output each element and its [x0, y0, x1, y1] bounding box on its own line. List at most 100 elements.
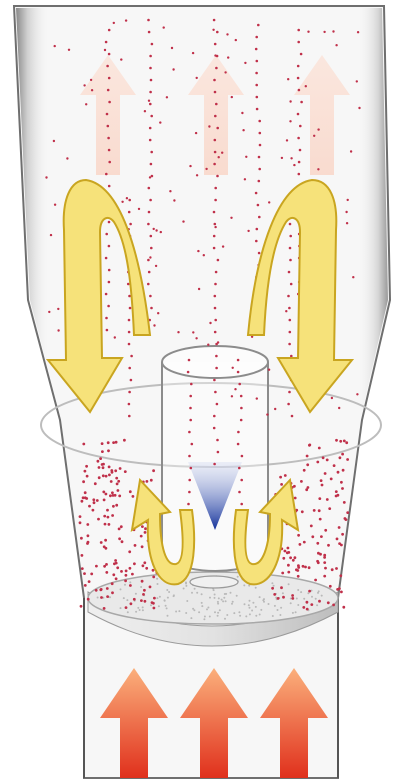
- particle-dot: [108, 221, 111, 224]
- particle-dot: [147, 259, 150, 262]
- particle-dot: [98, 476, 101, 479]
- plate-hole: [214, 594, 216, 596]
- particle-dot: [293, 164, 295, 166]
- particle-dot: [216, 403, 219, 406]
- particle-dot: [50, 234, 52, 236]
- particle-dot: [189, 395, 192, 398]
- particle-dot: [297, 29, 300, 32]
- particle-dot: [341, 453, 344, 456]
- particle-dot: [102, 466, 105, 469]
- particle-dot: [237, 443, 240, 446]
- particle-dot: [130, 379, 133, 382]
- plate-hole: [129, 581, 131, 583]
- particle-dot: [237, 371, 240, 374]
- particle-dot: [238, 467, 241, 470]
- particle-dot: [215, 355, 218, 358]
- plate-hole: [201, 602, 203, 604]
- plate-hole: [209, 597, 211, 599]
- particle-dot: [320, 479, 323, 482]
- particle-dot: [124, 579, 127, 582]
- particle-dot: [195, 337, 197, 339]
- particle-dot: [257, 24, 260, 27]
- particle-dot: [316, 542, 319, 545]
- particle-dot: [111, 471, 114, 474]
- particle-dot: [109, 494, 112, 497]
- particle-dot: [302, 565, 305, 568]
- particle-dot: [106, 113, 109, 116]
- particle-dot: [108, 77, 111, 80]
- particle-dot: [106, 587, 109, 590]
- particle-dot: [150, 247, 153, 250]
- particle-dot: [149, 91, 152, 94]
- particle-dot: [114, 559, 117, 562]
- particle-dot: [103, 565, 106, 568]
- particle-dot: [299, 125, 302, 128]
- plate-hole: [217, 603, 219, 605]
- particle-dot: [342, 606, 345, 609]
- plate-hole: [226, 614, 228, 616]
- particle-dot: [289, 120, 291, 122]
- particle-dot: [297, 564, 300, 567]
- plate-hole: [272, 615, 274, 617]
- particle-dot: [305, 85, 307, 87]
- particle-dot: [129, 490, 132, 493]
- particle-dot: [234, 388, 236, 390]
- particle-dot: [298, 161, 301, 164]
- plate-hole: [259, 614, 261, 616]
- particle-dot: [128, 199, 131, 202]
- particle-dot: [191, 443, 194, 446]
- particle-dot: [196, 174, 198, 176]
- particle-dot: [129, 584, 132, 587]
- particle-dot: [214, 187, 217, 190]
- particle-dot: [255, 48, 258, 51]
- particle-dot: [258, 120, 261, 123]
- particle-dot: [286, 551, 289, 554]
- particle-dot: [80, 605, 83, 608]
- particle-dot: [313, 509, 316, 512]
- plate-hole: [279, 614, 281, 616]
- particle-dot: [292, 559, 295, 562]
- particle-dot: [81, 500, 84, 503]
- particle-dot: [241, 455, 244, 458]
- particle-dot: [138, 208, 140, 210]
- particle-dot: [86, 523, 89, 526]
- particle-dot: [134, 544, 137, 547]
- plate-hole: [198, 611, 200, 613]
- particle-dot: [279, 476, 282, 479]
- particle-dot: [242, 129, 244, 131]
- particle-dot: [188, 431, 191, 434]
- particle-dot: [149, 67, 152, 70]
- particle-dot: [343, 440, 346, 443]
- particle-dot: [141, 545, 144, 548]
- particle-dot: [105, 571, 108, 574]
- particle-dot: [98, 466, 101, 469]
- particle-dot: [54, 45, 56, 47]
- plate-hole: [166, 589, 168, 591]
- particle-dot: [238, 491, 241, 494]
- particle-dot: [195, 132, 197, 134]
- plate-hole: [243, 584, 245, 586]
- particle-dot: [287, 547, 290, 550]
- particle-dot: [100, 596, 103, 599]
- particle-dot: [218, 156, 220, 158]
- particle-dot: [213, 247, 216, 250]
- plate-hole: [206, 608, 208, 610]
- plate-hole: [218, 597, 220, 599]
- particle-dot: [237, 431, 240, 434]
- particle-dot: [133, 598, 136, 601]
- particle-dot: [94, 482, 97, 485]
- particle-dot: [108, 269, 111, 272]
- particle-dot: [318, 600, 321, 603]
- particle-dot: [310, 525, 313, 528]
- particle-dot: [125, 19, 127, 21]
- particle-dot: [66, 157, 68, 159]
- particle-dot: [106, 595, 109, 598]
- particle-dot: [108, 245, 111, 248]
- particle-dot: [83, 572, 86, 575]
- particle-dot: [157, 312, 159, 314]
- particle-dot: [317, 128, 319, 130]
- particle-dot: [356, 80, 358, 82]
- particle-dot: [68, 49, 70, 51]
- particle-dot: [226, 33, 228, 35]
- particle-dot: [163, 26, 165, 28]
